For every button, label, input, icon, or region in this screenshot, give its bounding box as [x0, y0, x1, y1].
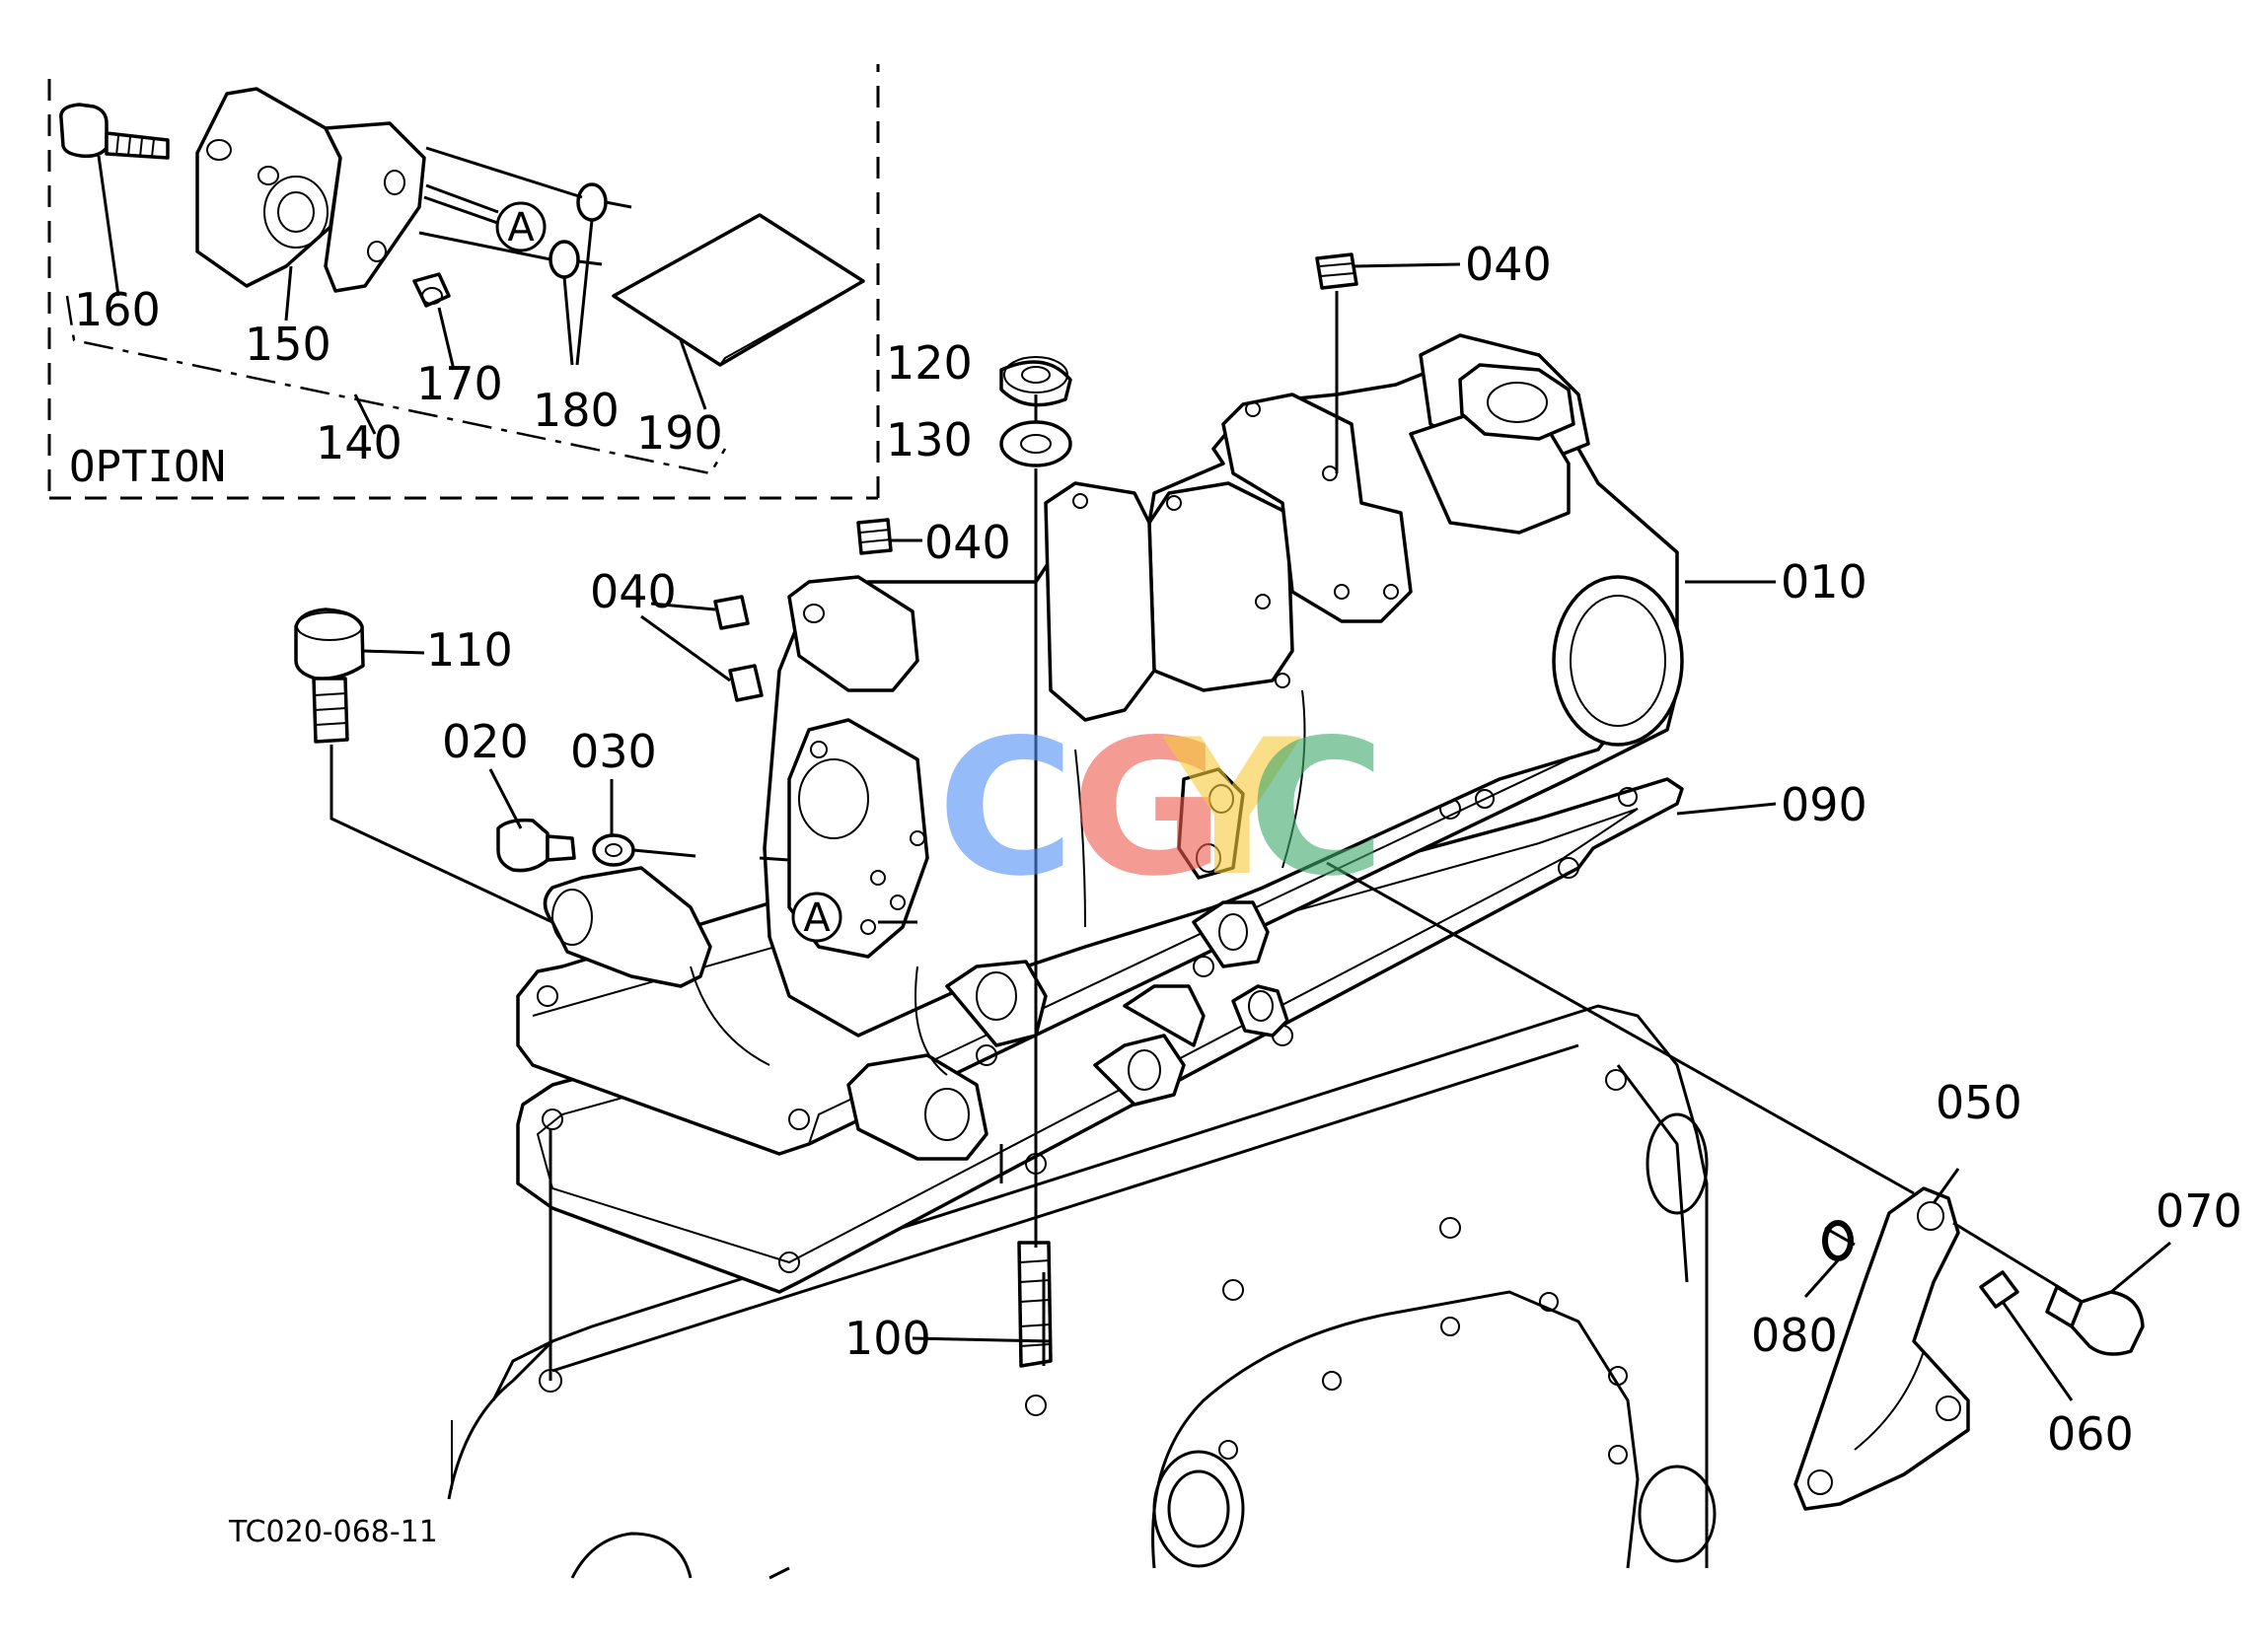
bolt-020 — [496, 818, 576, 873]
watermark-letter-2: G — [1070, 699, 1224, 917]
label-170: 170 — [416, 357, 503, 410]
washer-130 — [999, 420, 1072, 467]
nut-120 — [999, 356, 1072, 407]
option-label: OPTION — [69, 442, 226, 492]
label-190: 190 — [636, 406, 723, 460]
watermark-letter-1: C — [937, 699, 1074, 917]
leader-lines — [329, 262, 2171, 1401]
lift-cover-010 — [516, 333, 1684, 1161]
plug-170 — [412, 272, 451, 308]
label-020: 020 — [442, 715, 529, 768]
plug-040-top — [1315, 252, 1358, 290]
label-160: 160 — [74, 283, 161, 336]
plug-040-mid-b — [728, 664, 764, 702]
valve-block-150 — [195, 87, 426, 293]
option-inset — [47, 64, 880, 500]
drawing-code: TC020-068-11 — [228, 1515, 438, 1549]
gasket-sheet-190 — [612, 213, 865, 367]
label-050: 050 — [1936, 1076, 2022, 1129]
bolt-160 — [59, 103, 170, 160]
label-090: 090 — [1781, 778, 1867, 831]
label-070: 070 — [2156, 1184, 2242, 1238]
label-130: 130 — [886, 413, 973, 466]
label-180: 180 — [533, 384, 620, 437]
label-080: 080 — [1751, 1309, 1838, 1362]
label-110: 110 — [426, 623, 513, 677]
label-150: 150 — [245, 318, 331, 371]
bolt-110 — [294, 608, 365, 744]
ref-circle-a-inset: A — [495, 201, 547, 252]
plug-040-left-upper — [856, 518, 893, 555]
label-010: 010 — [1781, 555, 1867, 608]
watermark-letter-3: Y — [1162, 699, 1302, 917]
label-040-left: 040 — [590, 565, 677, 618]
svg-text:A: A — [803, 895, 831, 941]
label-100: 100 — [844, 1312, 931, 1365]
label-060: 060 — [2047, 1407, 2134, 1461]
stud-100 — [1017, 1241, 1053, 1368]
label-030: 030 — [570, 725, 657, 778]
watermark-letter-4: C — [1248, 699, 1385, 917]
label-140: 140 — [316, 416, 402, 469]
transmission-case-outline — [447, 1004, 1717, 1580]
washer-030 — [592, 833, 635, 867]
part-labels: 040 040 040 010 090 110 020 030 120 130 … — [69, 238, 2242, 1549]
o-ring-180-upper — [576, 182, 608, 222]
label-040-upper: 040 — [924, 516, 1011, 569]
bolt-070 — [2045, 1285, 2145, 1356]
plug-040-mid-a — [713, 595, 750, 630]
o-ring-180-lower — [549, 240, 580, 279]
plug-060 — [1979, 1270, 2019, 1309]
svg-text:A: A — [507, 205, 535, 250]
label-040-top: 040 — [1465, 238, 1552, 291]
bracket-050 — [1793, 1186, 1970, 1511]
label-120: 120 — [886, 336, 973, 390]
watermark: C G Y C — [937, 699, 1385, 917]
ref-circle-a-main: A — [791, 892, 842, 943]
